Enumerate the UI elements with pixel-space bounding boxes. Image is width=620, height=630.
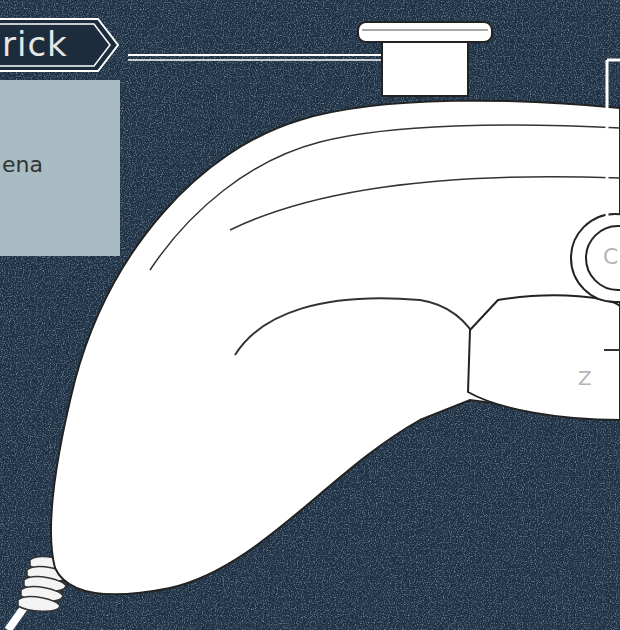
node-text: ena xyxy=(2,152,120,177)
c-button xyxy=(586,226,620,290)
callout-tag: rick xyxy=(0,18,120,72)
button-letter: C xyxy=(603,244,618,269)
stick-cap-line xyxy=(362,30,488,31)
grip-contour xyxy=(235,298,480,355)
leader-line xyxy=(606,60,609,226)
z-button xyxy=(468,295,620,420)
leader-line xyxy=(607,59,620,62)
leader-line xyxy=(604,349,620,351)
leader-line xyxy=(128,54,412,56)
node-text: rick xyxy=(2,24,120,64)
coil-ring xyxy=(18,597,60,612)
body-contour xyxy=(230,177,620,230)
leader-line xyxy=(128,59,412,61)
body-contour xyxy=(150,125,620,270)
nunchuk-body xyxy=(51,101,620,595)
c-button-ring xyxy=(571,214,620,302)
info-panel: ena xyxy=(0,80,120,256)
stick-stem xyxy=(382,40,468,96)
stick-cap xyxy=(358,22,492,42)
button-letter: Z xyxy=(578,366,592,390)
